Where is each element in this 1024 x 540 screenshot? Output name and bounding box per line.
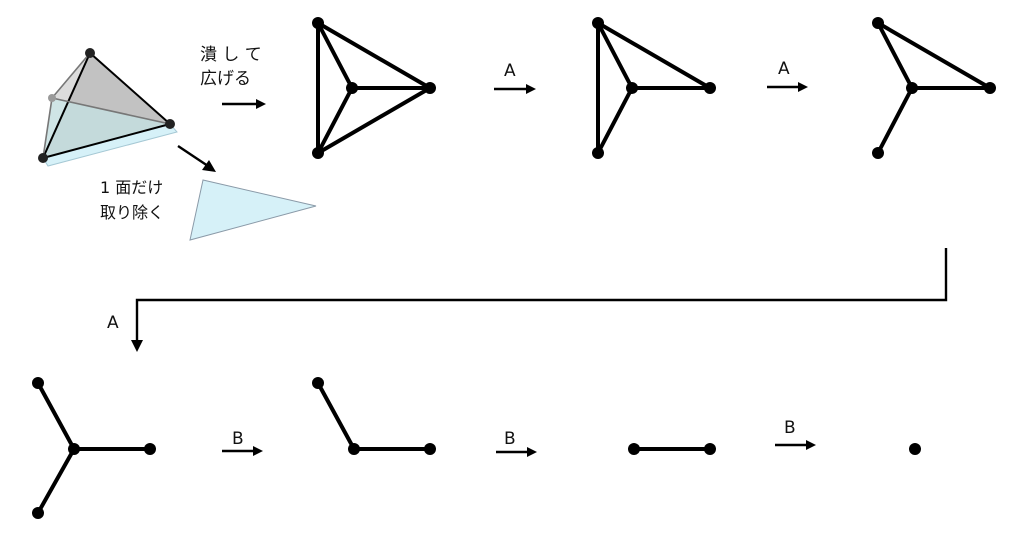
graph-node bbox=[628, 443, 640, 455]
graph-3 bbox=[872, 17, 996, 159]
graph-edge bbox=[876, 86, 914, 155]
graph-edge bbox=[316, 381, 356, 451]
tetra-vertex bbox=[165, 119, 175, 129]
flatten-label-line1: 潰 し て bbox=[200, 45, 262, 65]
tetra-edge-hidden bbox=[51, 97, 171, 125]
op-b-label: B bbox=[232, 429, 244, 449]
tetra-edge bbox=[42, 123, 171, 159]
graph-node bbox=[312, 17, 324, 29]
op-b-label: B bbox=[784, 418, 796, 438]
graph-node bbox=[872, 147, 884, 159]
graph-edge bbox=[596, 86, 634, 155]
graph-edge bbox=[36, 381, 76, 451]
graph-node bbox=[32, 507, 44, 519]
tetra-edge bbox=[42, 52, 91, 159]
graph-node bbox=[906, 82, 918, 94]
graph-edge bbox=[596, 21, 634, 90]
graph-node bbox=[32, 377, 44, 389]
op-a-label: A bbox=[107, 313, 119, 333]
graph-node bbox=[872, 17, 884, 29]
remove-face-label-line1: 1 面だけ bbox=[100, 178, 163, 197]
op-b-arrow bbox=[496, 447, 537, 457]
tetrahedron bbox=[38, 48, 178, 167]
graph-node bbox=[626, 82, 638, 94]
graph-node bbox=[424, 82, 436, 94]
op-a-label: A bbox=[778, 59, 790, 79]
row-connector bbox=[131, 248, 948, 352]
graph-5 bbox=[312, 377, 436, 455]
flatten-label-line2: 広げる bbox=[200, 69, 251, 89]
graph-edge bbox=[596, 21, 712, 90]
graph-4 bbox=[32, 377, 156, 519]
tetra-edge-hidden bbox=[51, 52, 91, 99]
graph-edge bbox=[876, 21, 914, 90]
flatten-arrow bbox=[222, 99, 266, 109]
graph-edge bbox=[316, 86, 432, 155]
graph-node bbox=[144, 443, 156, 455]
graph-node bbox=[346, 82, 358, 94]
op-b-arrow bbox=[222, 446, 263, 456]
graph-edge bbox=[876, 21, 992, 90]
op-b-arrow bbox=[775, 440, 816, 450]
tetra-vertex bbox=[38, 153, 48, 163]
op-b-label: B bbox=[504, 429, 516, 449]
graph-2 bbox=[592, 17, 716, 159]
tetra-edge bbox=[89, 52, 171, 125]
graph-node bbox=[704, 443, 716, 455]
tetra-vertex bbox=[85, 48, 95, 58]
tetra-face-bottom bbox=[43, 98, 170, 158]
graph-7 bbox=[909, 443, 921, 455]
graph-node bbox=[909, 443, 921, 455]
tetra-edge-hidden bbox=[42, 97, 53, 159]
graph-node bbox=[312, 147, 324, 159]
graph-edge bbox=[316, 86, 354, 155]
graph-node bbox=[704, 82, 716, 94]
graph-node bbox=[592, 17, 604, 29]
graph-edge bbox=[316, 21, 354, 90]
tetra-vertex-hidden bbox=[48, 94, 56, 102]
graph-1 bbox=[312, 17, 436, 159]
graph-node bbox=[312, 377, 324, 389]
graph-edge bbox=[36, 447, 76, 515]
op-a-arrow bbox=[767, 82, 808, 92]
graph-node bbox=[348, 443, 360, 455]
graph-edge bbox=[316, 21, 432, 90]
graph-node bbox=[424, 443, 436, 455]
op-a-label: A bbox=[504, 61, 516, 81]
graph-node bbox=[592, 147, 604, 159]
removed-face bbox=[189, 179, 317, 241]
remove-face-label-line2: 取り除く bbox=[100, 203, 164, 222]
graph-node bbox=[984, 82, 996, 94]
graph-node bbox=[68, 443, 80, 455]
graph-6 bbox=[628, 443, 716, 455]
op-a-arrow bbox=[494, 84, 536, 94]
remove-face-arrow bbox=[177, 145, 216, 172]
